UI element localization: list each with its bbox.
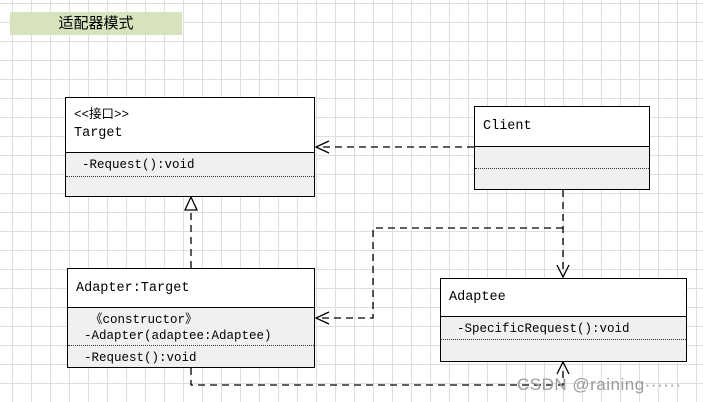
class-header-adapter: Adapter:Target xyxy=(68,269,314,307)
class-name-target: Target xyxy=(74,126,123,141)
empty-section xyxy=(441,340,686,361)
operations-section: -Request():void xyxy=(66,153,314,177)
class-box-adapter: Adapter:Target 《constructor》 -Adapter(ad… xyxy=(67,268,315,368)
class-header-client: Client xyxy=(475,107,649,146)
class-box-target: <<接口>> Target -Request():void xyxy=(65,97,315,197)
class-body-adapter: 《constructor》 -Adapter(adaptee:Adaptee) … xyxy=(68,307,314,367)
empty-section xyxy=(66,177,314,196)
stereotype-constructor-label: 《constructor》 xyxy=(90,313,198,327)
empty-section xyxy=(475,169,649,189)
operation-label: -Request():void xyxy=(84,351,197,365)
operations-section: -Request():void xyxy=(68,346,314,367)
class-name-adaptee: Adaptee xyxy=(449,290,506,305)
realization-arrow-adapter-to-target xyxy=(183,195,199,268)
class-name-adapter: Adapter:Target xyxy=(76,280,190,296)
class-name-client: Client xyxy=(483,119,532,134)
constructor-section: 《constructor》 -Adapter(adaptee:Adaptee) xyxy=(68,308,314,346)
class-box-client: Client xyxy=(474,106,650,190)
diagram-title: 适配器模式 xyxy=(10,12,182,35)
operation-label: -SpecificRequest():void xyxy=(457,322,630,336)
dependency-arrow-client-to-adaptee xyxy=(556,190,570,279)
class-body-target: -Request():void xyxy=(66,152,314,196)
class-body-client xyxy=(475,146,649,189)
operation-label: -Adapter(adaptee:Adaptee) xyxy=(84,329,272,343)
operation-label: -Request():void xyxy=(82,158,195,172)
csdn-watermark: CSDN @raining······ xyxy=(517,375,682,394)
operations-section: -SpecificRequest():void xyxy=(441,317,686,340)
stereotype-label: <<接口>> xyxy=(74,108,130,122)
empty-section xyxy=(475,147,649,169)
class-header-adaptee: Adaptee xyxy=(441,279,686,316)
dependency-arrow-client-to-target xyxy=(314,140,474,154)
class-body-adaptee: -SpecificRequest():void xyxy=(441,316,686,361)
class-box-adaptee: Adaptee -SpecificRequest():void xyxy=(440,278,687,362)
class-header-target: <<接口>> Target xyxy=(66,98,314,152)
